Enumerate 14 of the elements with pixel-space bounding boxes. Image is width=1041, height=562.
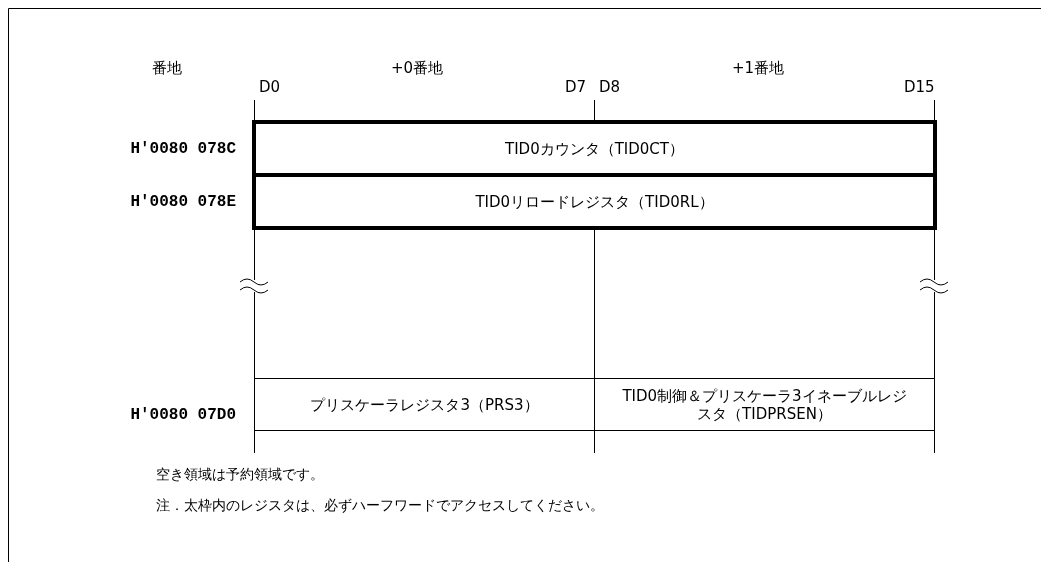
register-box: TID0制御＆プリスケーラ3イネーブルレジスタ（TIDPRSEN） (594, 378, 935, 431)
bit-label: D8 (599, 78, 621, 96)
register-box: プリスケーラレジスタ3（PRS3） (254, 378, 595, 431)
bit-label: D15 (904, 78, 935, 96)
address-label: H'0080 078E (129, 193, 236, 211)
column-heading: +1番地 (732, 59, 785, 77)
note-text: 空き領域は予約領域です。 (156, 465, 324, 483)
address-label: H'0080 07D0 (129, 406, 236, 424)
column-heading: 番地 (152, 59, 182, 77)
note-text: 注．太枠内のレジスタは、必ずハーフワードでアクセスしてください。 (156, 496, 604, 514)
address-label: H'0080 078C (129, 140, 236, 158)
bit-label: D7 (565, 78, 587, 96)
column-heading: +0番地 (391, 59, 444, 77)
bit-label: D0 (259, 78, 281, 96)
